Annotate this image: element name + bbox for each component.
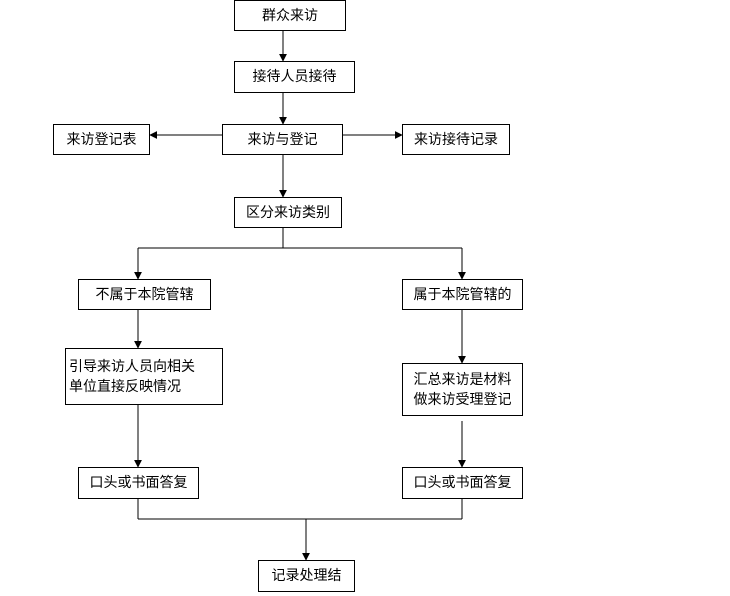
node-inside-jurisdiction: 属于本院管辖的 [402,279,523,310]
node-record-result-label: 记录处理结 [271,568,342,584]
node-reply-right-label: 口头或书面答复 [413,475,512,491]
node-reply-left-label: 口头或书面答复 [89,475,188,491]
node-registration-form-label: 来访登记表 [66,131,137,148]
node-reception: 接待人员接待 [234,61,355,93]
node-outside-jurisdiction: 不属于本院管辖 [78,279,211,310]
node-register-label: 来访与登记 [247,131,318,148]
node-intake: 群众来访 [234,0,346,31]
node-record-result: 记录处理结 [258,560,355,592]
node-reception-label: 接待人员接待 [252,69,337,85]
node-guide-visitor-label: 引导来访人员向相关 单位直接反映情况 [69,358,195,395]
node-outside-jurisdiction-label: 不属于本院管辖 [95,286,194,303]
node-summary-register-label: 汇总来访是材料 做来访受理登记 [413,371,512,408]
node-reply-left: 口头或书面答复 [78,467,199,499]
node-classify-label: 区分来访类别 [246,204,330,221]
node-register: 来访与登记 [222,124,343,155]
node-reply-right: 口头或书面答复 [402,467,523,499]
node-classify: 区分来访类别 [234,197,342,228]
node-registration-form: 来访登记表 [53,124,150,155]
node-inside-jurisdiction-label: 属于本院管辖的 [413,286,512,303]
node-reception-log: 来访接待记录 [402,124,510,155]
node-intake-label: 群众来访 [262,7,318,24]
node-summary-register: 汇总来访是材料 做来访受理登记 [402,363,523,416]
node-reception-log-label: 来访接待记录 [414,131,498,148]
node-guide-visitor: 引导来访人员向相关 单位直接反映情况 [65,348,223,405]
